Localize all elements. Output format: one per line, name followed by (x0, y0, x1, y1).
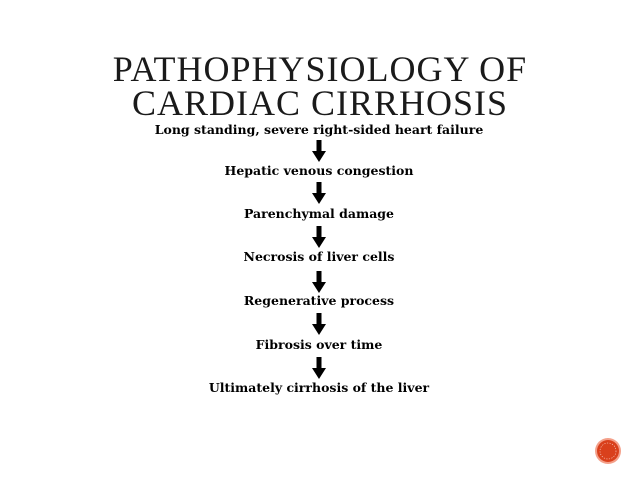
flow-step-regenerative-process: Regenerative process (243, 293, 395, 308)
title-line-1: PATHOPHYSIOLOGY OF (112, 49, 528, 89)
down-arrow-icon (312, 226, 326, 248)
down-arrow-icon (312, 357, 326, 379)
flow-step-fibrosis: Fibrosis over time (255, 337, 383, 352)
slide-number-badge-icon (595, 438, 621, 464)
down-arrow-icon (312, 140, 326, 162)
flow-step-parenchymal-damage: Parenchymal damage (243, 206, 395, 221)
title-line-2: CARDIAC CIRRHOSIS (131, 83, 509, 123)
down-arrow-icon (312, 271, 326, 293)
flow-step-heart-failure: Long standing, severe right-sided heart … (154, 122, 484, 137)
down-arrow-icon (312, 182, 326, 204)
down-arrow-icon (312, 313, 326, 335)
flow-step-venous-congestion: Hepatic venous congestion (224, 163, 414, 178)
flow-step-cirrhosis: Ultimately cirrhosis of the liver (208, 380, 430, 395)
slide-title: PATHOPHYSIOLOGY OF CARDIAC CIRRHOSIS (100, 49, 540, 123)
flow-step-necrosis: Necrosis of liver cells (243, 249, 395, 264)
